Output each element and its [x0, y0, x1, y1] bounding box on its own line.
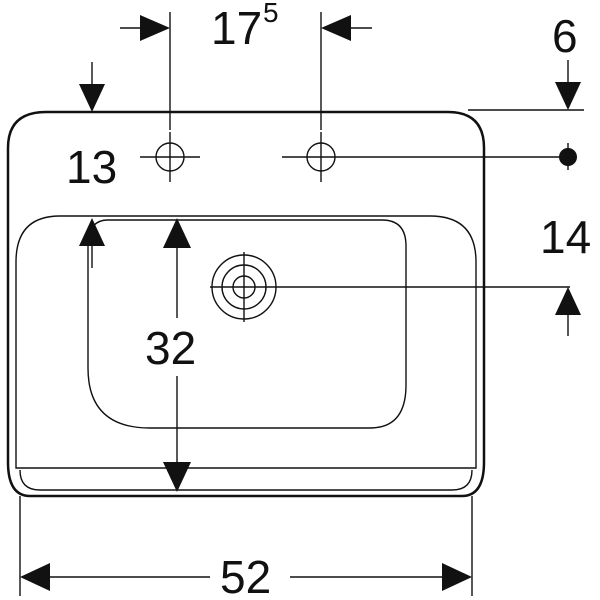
- top-offset-label: 6: [552, 10, 578, 62]
- overall-width-label: 52: [220, 551, 271, 600]
- right-tap-hole: [282, 132, 565, 182]
- tap-spacing-superscript: 5: [263, 0, 279, 28]
- drain-offset-dimension: [555, 287, 581, 336]
- bowl-depth-label: 32: [145, 322, 196, 374]
- bowl-edge-arrow: [79, 218, 105, 268]
- basin-outer-outline: [6, 110, 486, 498]
- left-tap-hole: [140, 132, 200, 182]
- basin-lip-line: [19, 469, 473, 491]
- drain-hole: [210, 252, 570, 322]
- bowl-outer-outline: [15, 215, 477, 469]
- overall-width-dimension: [19, 496, 473, 596]
- bowl-depth-dimension: [163, 218, 191, 492]
- tap-spacing-label: 17: [211, 2, 262, 54]
- tap-spacing-dimension: [120, 12, 372, 130]
- drain-offset-label: 14: [540, 211, 591, 263]
- tap-hole-edge-label: 13: [66, 141, 117, 193]
- top-offset-dimension: [468, 60, 584, 111]
- top-left-edge-arrow: [79, 62, 105, 112]
- bowl-inner-outline: [87, 219, 407, 429]
